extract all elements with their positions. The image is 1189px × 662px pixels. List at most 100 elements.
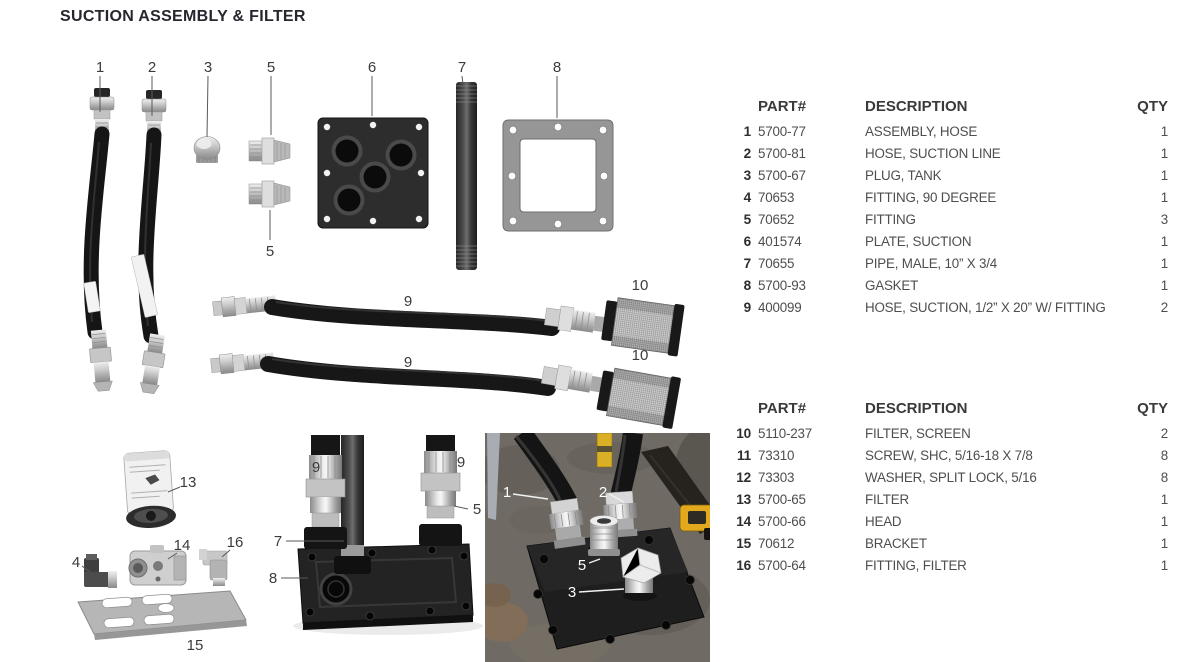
callout-label: 7 (274, 533, 282, 550)
fitting-5-lower (248, 180, 291, 208)
callout-label: 2 (148, 59, 156, 76)
part-number: 70612 (758, 535, 795, 551)
table-row: 3 5700-67 PLUG, TANK 1 (725, 164, 1169, 186)
part-qty: 1 (1160, 277, 1168, 293)
callout-label: 3 (204, 59, 212, 76)
part-description: SCREW, SHC, 5/16-18 X 7/8 (865, 447, 1033, 463)
table-row: 10 5110-237 FILTER, SCREEN 2 (725, 422, 1168, 444)
table-header-row: PART# DESCRIPTION QTY (725, 92, 1168, 120)
table-row: 7 70655 PIPE, MALE, 10” X 3/4 1 (725, 252, 1169, 274)
part-number: 5700-65 (758, 491, 806, 507)
part-number: 70655 (758, 255, 795, 271)
suction-plate-6 (317, 117, 429, 229)
item-number: 15 (736, 535, 751, 551)
table-row: 12 73303 WASHER, SPLIT LOCK, 5/16 8 (725, 466, 1168, 488)
item-number: 16 (736, 557, 751, 573)
table-row: 8 5700-93 GASKET 1 (725, 274, 1169, 296)
tank-plug-3 (193, 136, 221, 163)
item-number: 4 (743, 189, 752, 205)
table-row: 15 70612 BRACKET 1 (725, 532, 1168, 554)
column-header-qty: QTY (1137, 97, 1168, 115)
assembled-unit-photo (293, 435, 483, 635)
table-row: 5 70652 FITTING 3 (725, 208, 1169, 230)
column-header-qty: QTY (1137, 399, 1168, 417)
table-row: 11 73310 SCREW, SHC, 5/16-18 X 7/8 8 (725, 444, 1168, 466)
column-header-description: DESCRIPTION (865, 97, 968, 115)
hose-assembly-1 (83, 88, 115, 392)
item-number: 9 (743, 299, 752, 315)
callout-label: 9 (404, 354, 412, 371)
part-qty: 1 (1160, 255, 1168, 271)
part-qty: 1 (1160, 189, 1168, 205)
item-number: 12 (736, 469, 751, 485)
callout-leader-lines (81, 75, 625, 593)
part-qty: 1 (1160, 557, 1168, 573)
callout-label: 15 (187, 637, 204, 654)
parts-table-lower: PART# DESCRIPTION QTY 10 5110-237 FILTER… (725, 394, 1168, 576)
part-number: 70652 (758, 211, 795, 227)
part-qty: 1 (1160, 491, 1168, 507)
part-description: HEAD (865, 513, 902, 529)
part-number: 5700-93 (758, 277, 806, 293)
callout-label: 5 (266, 243, 274, 260)
part-description: GASKET (865, 277, 919, 293)
callout-label: 4 (72, 554, 80, 571)
callout-label: 8 (553, 59, 561, 76)
installed-unit-photo (485, 433, 710, 662)
part-description: FILTER, SCREEN (865, 425, 971, 441)
part-number: 5700-66 (758, 513, 806, 529)
part-description: HOSE, SUCTION, 1/2” X 20” W/ FITTING (865, 299, 1106, 315)
callout-label: 8 (269, 570, 277, 587)
part-qty: 1 (1160, 145, 1168, 161)
gasket-8 (502, 119, 614, 232)
hose-suction-line-2 (131, 90, 167, 394)
part-number: 400099 (758, 299, 802, 315)
part-number: 5700-81 (758, 145, 806, 161)
callout-label: 3 (568, 584, 576, 601)
part-qty: 1 (1160, 123, 1168, 139)
callout-label: 1 (96, 59, 104, 76)
part-qty: 1 (1160, 167, 1168, 183)
callout-label: 1 (503, 484, 511, 501)
table-row: 9 400099 HOSE, SUCTION, 1/2” X 20” W/ FI… (725, 296, 1169, 318)
fitting-5-upper (248, 137, 291, 165)
part-description: HOSE, SUCTION LINE (865, 145, 1001, 161)
item-number: 8 (743, 277, 752, 293)
bracket-15 (77, 590, 247, 640)
callout-label: 10 (632, 277, 649, 294)
part-qty: 8 (1160, 469, 1168, 485)
column-header-part: PART# (758, 97, 807, 115)
callout-label: 13 (180, 474, 197, 491)
page-title: SUCTION ASSEMBLY & FILTER (60, 8, 306, 25)
part-number: 5110-237 (758, 425, 812, 441)
callout-label: 5 (578, 557, 586, 574)
suction-hose-9a (212, 295, 605, 336)
part-number: 73310 (758, 447, 795, 463)
part-qty: 1 (1160, 233, 1168, 249)
part-qty: 1 (1160, 513, 1168, 529)
pipe-7 (456, 82, 477, 270)
item-number: 10 (736, 425, 751, 441)
callout-label: 6 (368, 59, 376, 76)
table-row: 4 70653 FITTING, 90 DEGREE 1 (725, 186, 1169, 208)
part-number: 5700-67 (758, 167, 806, 183)
callout-label: 5 (267, 59, 275, 76)
part-description: PLUG, TANK (865, 167, 942, 183)
item-number: 1 (743, 123, 752, 139)
part-description: ASSEMBLY, HOSE (865, 123, 978, 139)
item-number: 3 (743, 167, 752, 183)
part-description: WASHER, SPLIT LOCK, 5/16 (865, 469, 1037, 485)
part-qty: 1 (1160, 535, 1168, 551)
table-row: 6 401574 PLATE, SUCTION 1 (725, 230, 1169, 252)
part-number: 73303 (758, 469, 795, 485)
part-qty: 2 (1160, 425, 1168, 441)
part-qty: 3 (1160, 211, 1168, 227)
item-number: 11 (737, 447, 751, 463)
part-qty: 8 (1160, 447, 1168, 463)
elbow-fitting-4 (84, 554, 117, 588)
table-row: 16 5700-64 FITTING, FILTER 1 (725, 554, 1168, 576)
part-number: 70653 (758, 189, 795, 205)
filter-13 (123, 450, 176, 528)
part-description: FITTING, 90 DEGREE (865, 189, 997, 205)
